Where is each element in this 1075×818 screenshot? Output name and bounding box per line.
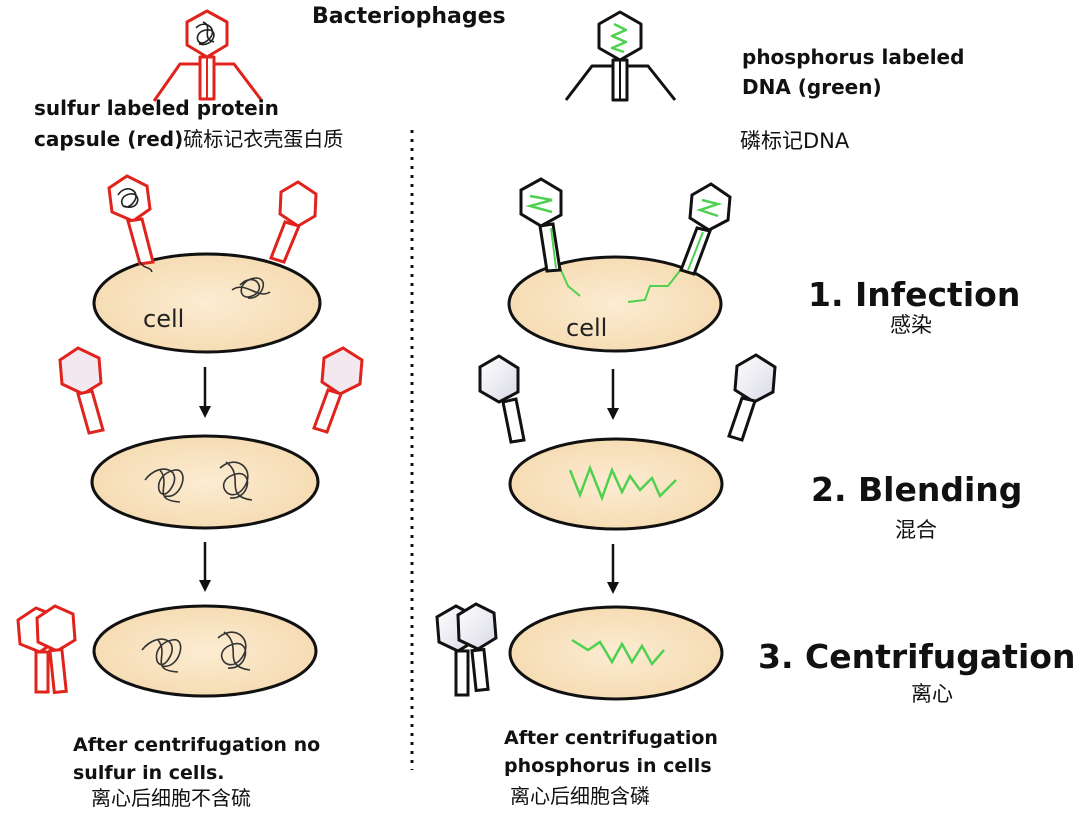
top-right-phage-black <box>564 10 677 102</box>
step-1-label: 1. Infection <box>808 275 1021 314</box>
left-arrow-1 <box>199 367 211 418</box>
left-cell-centrifugation <box>92 604 318 698</box>
right-label-cn: 磷标记DNA <box>740 129 850 153</box>
left-result-line1: After centrifugation no <box>73 734 321 756</box>
step-2-label: 2. Blending <box>811 470 1023 509</box>
right-result-line1: After centrifugation <box>504 727 718 749</box>
right-cell-label: cell <box>566 314 607 342</box>
left-phage-detached-2 <box>312 346 364 434</box>
left-cell-infection <box>92 252 322 354</box>
left-label-line1: sulfur labeled protein <box>34 96 279 120</box>
diagram-title: Bacteriophages <box>312 4 506 29</box>
right-label-line2: DNA (green) <box>742 75 882 99</box>
left-phage-attached-1 <box>107 174 155 273</box>
right-label-line1: phosphorus labeled <box>742 45 965 69</box>
right-phage-pile <box>435 602 498 697</box>
left-arrow-2 <box>199 542 211 592</box>
right-cell-centrifugation <box>508 605 724 701</box>
left-label-line2: capsule (red)硫标记衣壳蛋白质 <box>34 128 343 151</box>
step-1-cn: 感染 <box>890 313 932 337</box>
left-phage-detached-1 <box>58 346 105 435</box>
left-cell-label: cell <box>143 305 184 333</box>
left-cell-blending <box>90 434 320 530</box>
right-phage-detached-1 <box>478 354 526 444</box>
right-phage-detached-2 <box>727 353 777 442</box>
left-label-line2-cn: 硫标记衣壳蛋白质 <box>183 127 344 151</box>
right-injected-dna-2 <box>627 267 683 303</box>
left-result-cn: 离心后细胞不含硫 <box>91 786 251 810</box>
right-cell-blending <box>508 437 724 531</box>
right-phage-attached-2 <box>679 182 732 276</box>
step-3-label: 3. Centrifugation <box>758 637 1075 676</box>
right-result-cn: 离心后细胞含磷 <box>510 784 650 808</box>
top-left-phage-red <box>152 9 264 102</box>
right-arrow-1 <box>607 369 619 420</box>
left-label-line2-en: capsule (red) <box>34 127 184 151</box>
right-result-line2: phosphorus in cells <box>504 755 712 777</box>
right-phage-attached-1 <box>519 177 563 273</box>
right-injected-dna-1 <box>559 267 581 297</box>
step-2-cn: 混合 <box>895 518 937 542</box>
left-phage-pile <box>16 604 77 695</box>
step-3-cn: 离心 <box>911 682 953 706</box>
right-arrow-2 <box>607 544 619 594</box>
right-cell-infection <box>507 255 723 353</box>
left-result-line2: sulfur in cells. <box>73 762 225 784</box>
left-phage-attached-2 <box>269 180 318 264</box>
